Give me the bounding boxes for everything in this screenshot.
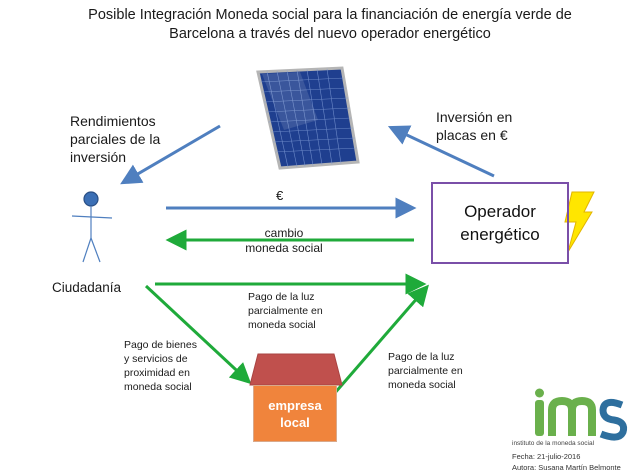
light-payment-top-line-2: parcialmente en [248, 305, 323, 317]
light-payment-right-line-1: Pago de la luz [388, 351, 455, 363]
author-text: Autora: Susana Martín Belmonte [512, 463, 621, 472]
logo-caption: instituto de la moneda social [512, 440, 595, 447]
ims-logo-icon [535, 388, 628, 441]
local-business-box: empresa local [253, 385, 337, 442]
light-payment-right-label: Pago de la luz parcialmente en moneda so… [388, 350, 463, 392]
title-line-2: Barcelona a través del nuevo operador en… [169, 26, 491, 42]
goods-payment-line-4: moneda social [124, 381, 192, 393]
exchange-label-line-2: moneda social [245, 241, 323, 255]
lightning-bolt-icon [564, 191, 595, 253]
light-payment-top-line-1: Pago de la luz [248, 291, 315, 303]
business-label-line-2: local [280, 414, 310, 430]
goods-payment-arrow [144, 284, 252, 385]
business-light-payment-arrow [332, 284, 429, 395]
investment-label: Inversión en placas en € [436, 108, 512, 144]
citizens-label: Ciudadanía [52, 280, 122, 295]
exchange-label: cambio moneda social [228, 226, 340, 256]
exchange-label-line-1: cambio [264, 226, 304, 240]
investment-arrow [387, 125, 495, 178]
investment-label-line-2: placas en € [436, 127, 508, 143]
euro-label: € [276, 188, 284, 203]
business-label-line-1: empresa [268, 397, 322, 413]
house-roof-icon [249, 353, 343, 386]
returns-label: Rendimientos parciales de la inversión [70, 112, 160, 166]
operator-label-line-2: energético [460, 225, 540, 244]
returns-label-line-2: parciales de la [70, 131, 161, 147]
operator-label-line-1: Operador [464, 202, 536, 221]
goods-payment-line-3: proximidad en [124, 367, 190, 379]
light-payment-right-line-2: parcialmente en [388, 365, 463, 377]
goods-payment-line-1: Pago de bienes [124, 339, 197, 351]
stick-figure-icon [71, 191, 113, 263]
solar-panel-icon [256, 66, 360, 170]
light-payment-top-label: Pago de la luz parcialmente en moneda so… [248, 290, 323, 332]
light-payment-right-line-3: moneda social [388, 379, 456, 391]
returns-label-line-3: inversión [70, 149, 127, 165]
light-payment-top-line-3: moneda social [248, 319, 316, 331]
date-text: Fecha: 21-julio-2016 [512, 452, 581, 461]
diagram-title: Posible Integración Moneda social para l… [60, 6, 600, 44]
goods-payment-line-2: y servicios de [124, 353, 188, 365]
title-line-1: Posible Integración Moneda social para l… [88, 7, 572, 23]
returns-arrow [120, 124, 221, 185]
goods-payment-label: Pago de bienes y servicios de proximidad… [124, 338, 197, 394]
returns-label-line-1: Rendimientos [70, 113, 156, 129]
operator-box: Operador energético [431, 182, 569, 264]
investment-label-line-1: Inversión en [436, 109, 513, 125]
